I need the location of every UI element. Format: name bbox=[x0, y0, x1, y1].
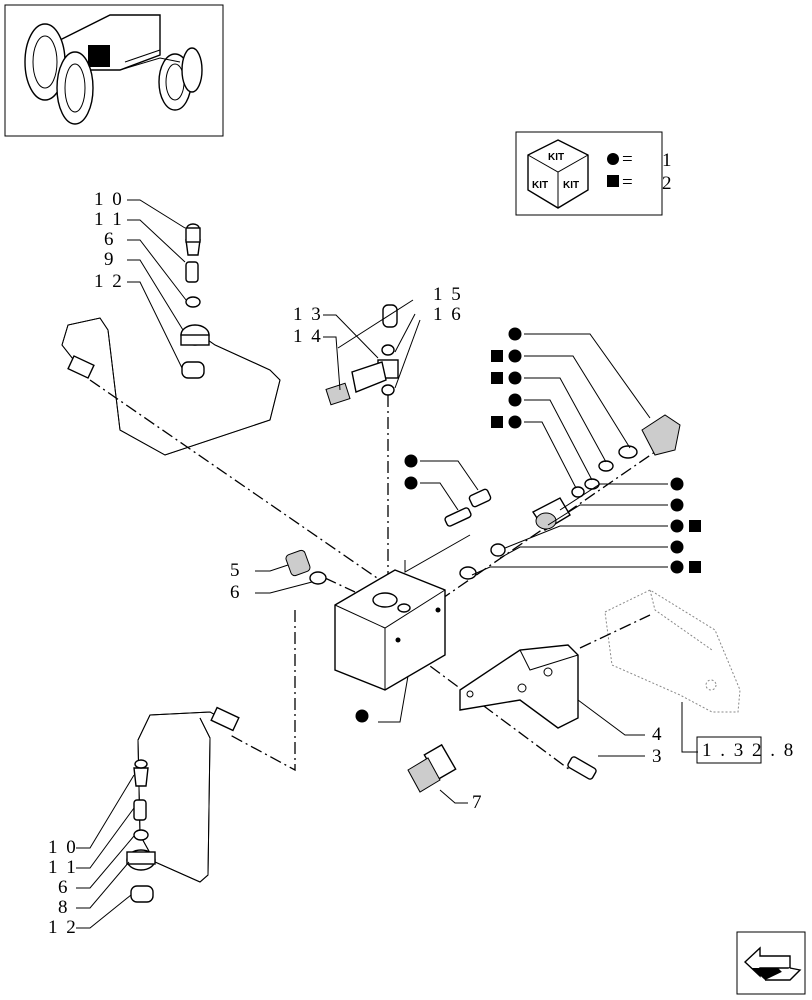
kit-legend: KIT KIT KIT = 1 = 2 bbox=[515, 131, 674, 216]
bush-11-bot bbox=[133, 799, 147, 821]
callout-16: 1 6 bbox=[433, 304, 463, 325]
kit-cube-icon: KIT KIT KIT bbox=[527, 139, 589, 209]
kit-cube-text-top: KIT bbox=[548, 152, 564, 163]
callout-11-bot: 1 1 bbox=[48, 857, 78, 878]
reference-text: 1 . 3 2 . 8 bbox=[702, 740, 795, 761]
kit-marker-block bbox=[355, 709, 369, 723]
washer-6-top bbox=[185, 296, 201, 308]
kit-cube-text-right: KIT bbox=[563, 180, 579, 191]
bush-11-top bbox=[185, 261, 199, 283]
kit-circle-value: 1 bbox=[662, 150, 674, 171]
kit-circle-symbol bbox=[607, 153, 619, 165]
callout-10-top: 1 0 bbox=[94, 189, 124, 210]
callout-5: 5 bbox=[230, 560, 242, 581]
upper-left-callouts: 1 0 1 1 6 9 1 2 bbox=[94, 189, 187, 369]
tractor-thumbnail bbox=[4, 4, 224, 137]
washer-6-bot bbox=[133, 829, 149, 841]
kit-square-symbol bbox=[607, 175, 619, 187]
callout-10-bot: 1 0 bbox=[48, 837, 78, 858]
callout-6-top: 6 bbox=[104, 229, 116, 250]
callout-12-top: 1 2 bbox=[94, 271, 124, 292]
kit-square-value: 2 bbox=[662, 173, 674, 194]
lower-left-callouts: 1 0 1 1 6 8 1 2 bbox=[48, 774, 135, 938]
callout-13: 1 3 bbox=[293, 304, 323, 325]
callout-7: 7 bbox=[472, 792, 484, 813]
bolt-10-bot bbox=[133, 767, 149, 787]
next-page-button[interactable] bbox=[736, 931, 806, 995]
bolt-7: 7 bbox=[407, 743, 484, 813]
callout-4: 4 bbox=[652, 724, 664, 745]
kit-square-equals: = bbox=[622, 172, 635, 193]
callout-11-top: 1 1 bbox=[94, 209, 124, 230]
kit-cube-text-left: KIT bbox=[532, 180, 548, 191]
bracket-4: 4 bbox=[459, 644, 664, 745]
tractor-thumbnail-icon bbox=[24, 14, 203, 125]
cap-12-top bbox=[181, 361, 205, 379]
valve-block bbox=[334, 569, 446, 723]
valve-cartridge-parts bbox=[444, 414, 681, 580]
bolt-15 bbox=[382, 304, 398, 328]
reference-box: 1 . 3 2 . 8 bbox=[696, 736, 795, 764]
kit-markers-right bbox=[404, 327, 701, 576]
callout-12-bot: 1 2 bbox=[48, 917, 78, 938]
callout-15: 1 5 bbox=[433, 284, 463, 305]
bolt-3: 3 bbox=[567, 746, 664, 780]
assembly-centerlines bbox=[89, 379, 666, 772]
next-page-arrow-icon bbox=[743, 946, 802, 981]
callout-9: 9 bbox=[104, 249, 116, 270]
kit-circle-equals: = bbox=[622, 149, 635, 170]
callout-6-bot: 6 bbox=[58, 877, 70, 898]
cap-12-bot bbox=[130, 885, 154, 903]
lower-pipe-assembly bbox=[126, 706, 240, 903]
callout-8: 8 bbox=[58, 897, 70, 918]
ghost-bracket bbox=[604, 589, 741, 753]
plug-5-assembly: 5 6 bbox=[230, 549, 327, 603]
cap-14 bbox=[325, 382, 351, 406]
callout-3: 3 bbox=[652, 746, 664, 767]
upper-pipe-assembly bbox=[61, 223, 281, 456]
callout-14: 1 4 bbox=[293, 326, 323, 347]
banjo-assembly: 1 3 1 4 1 5 1 6 bbox=[293, 284, 463, 406]
callout-6-mid: 6 bbox=[230, 582, 242, 603]
